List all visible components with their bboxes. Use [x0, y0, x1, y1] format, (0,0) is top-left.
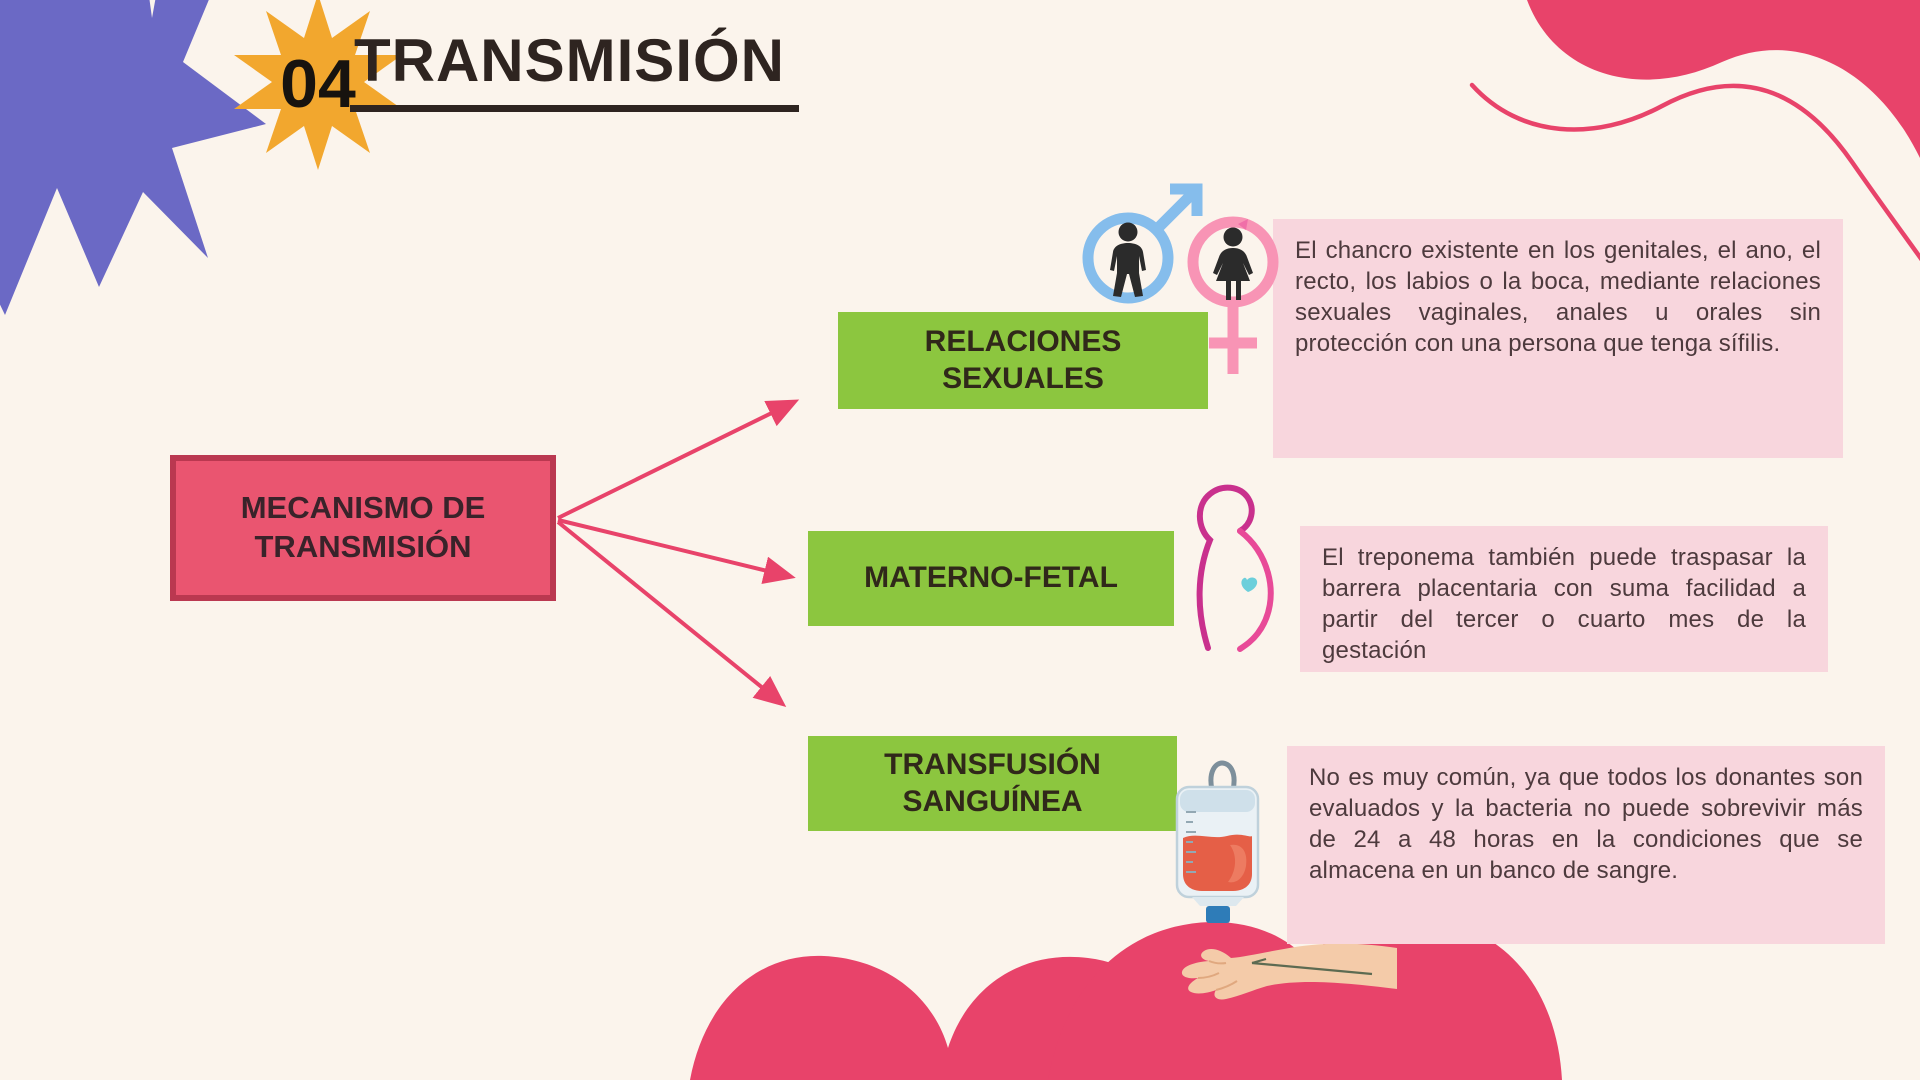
blood-transfusion-bag-icon	[1175, 760, 1260, 923]
hand-arm-illustration	[1181, 943, 1397, 1000]
arrow-to-transfusion-sanguinea	[556, 520, 787, 708]
connector-arrows	[556, 399, 800, 708]
male-symbol-icon	[1082, 183, 1203, 304]
branch-label: RELACIONES SEXUALES	[924, 324, 1122, 395]
branch-box-transfusion-sanguinea: TRANSFUSIÓN SANGUÍNEA	[808, 736, 1177, 831]
heart-icon	[1241, 577, 1258, 592]
branch-box-materno-fetal: MATERNO-FETAL	[808, 531, 1174, 626]
page-title: TRANSMISIÓN	[350, 26, 799, 112]
description-box-relaciones-sexuales: El chancro existente en los genitales, e…	[1273, 219, 1843, 458]
root-box-label: MECANISMO DE TRANSMISIÓN	[240, 490, 486, 564]
branch-label: MATERNO-FETAL	[864, 561, 1118, 595]
mecanismo-de-transmision-box: MECANISMO DE TRANSMISIÓN	[170, 455, 556, 601]
arrow-to-relaciones-sexuales	[557, 399, 800, 520]
title-row: 04 TRANSMISIÓN	[0, 0, 1920, 170]
iv-line-on-arm	[1251, 957, 1373, 976]
description-box-materno-fetal: El treponema también puede traspasar la …	[1300, 526, 1828, 672]
description-box-transfusion-sanguinea: No es muy común, ya que todos los donant…	[1287, 746, 1885, 944]
arrow-to-materno-fetal	[557, 518, 796, 584]
bottom-heart-shape-left	[690, 955, 1206, 1080]
pregnant-woman-icon	[1196, 484, 1274, 652]
branch-label: TRANSFUSIÓN SANGUÍNEA	[884, 747, 1101, 818]
slide-number: 04	[280, 46, 356, 122]
branch-box-relaciones-sexuales: RELACIONES SEXUALES	[838, 312, 1208, 409]
